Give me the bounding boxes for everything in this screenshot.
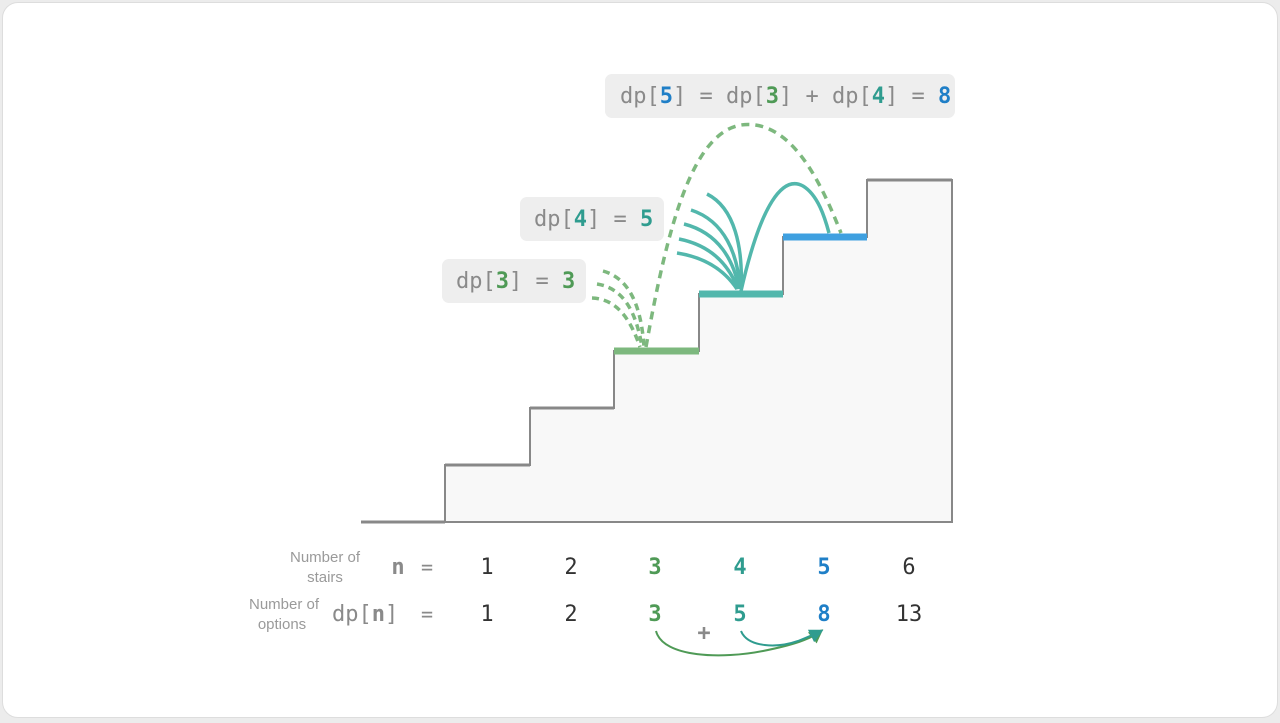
formula-eq-2: =: [912, 84, 925, 109]
dp3-label-value: 3: [562, 269, 575, 294]
formula-dp4-lb: [: [859, 84, 872, 109]
formula-dp5-rb: ]: [673, 84, 686, 109]
stairs-caption-line1: Number of: [290, 549, 361, 566]
stairs-value-2: 2: [564, 555, 577, 580]
dp4-label-lb: [: [561, 207, 574, 232]
options-symbol: dp[n]: [332, 602, 398, 627]
formula-dp5-lb: [: [647, 84, 660, 109]
options-symbol-lb: [: [359, 602, 372, 627]
dp3-label-lb: [: [483, 269, 496, 294]
dp4-label-eq: =: [614, 207, 627, 232]
formula-dp4-dp: dp: [832, 84, 859, 109]
options-caption-line1: Number of: [249, 596, 320, 613]
dp3-label-text: dp[3] = 3: [456, 269, 575, 294]
stairs-symbol: n: [391, 555, 404, 580]
stairs-value-5: 5: [817, 555, 830, 580]
stairs-value-4: 4: [733, 555, 746, 580]
dp4-label-index: 4: [574, 207, 587, 232]
options-symbol-dp: dp: [332, 602, 359, 627]
options-value-3: 3: [648, 602, 661, 627]
dp3-label-dp: dp: [456, 269, 483, 294]
dp5-from-dp3-arc: [644, 122, 843, 348]
sum-arrow-from-5: [740, 629, 824, 647]
formula-dp5-dp: dp: [620, 84, 647, 109]
options-value-5: 5: [733, 602, 746, 627]
options-eq: =: [421, 602, 433, 626]
formula-dp4-index: 4: [872, 84, 885, 109]
staircase-dp-diagram: dp[5] = dp[3] + dp[4] = 8 dp[4] = 5 dp[3…: [249, 74, 955, 657]
dp4-path-arcs: [676, 192, 744, 290]
options-caption-line2: options: [258, 616, 306, 633]
formula-result: 8: [938, 84, 951, 109]
dp3-label-box: [442, 259, 586, 303]
formula-dp4-rb: ]: [885, 84, 898, 109]
formula-dp5-text: dp[5] = dp[3] + dp[4] = 8: [620, 84, 951, 109]
formula-dp3-lb: [: [753, 84, 766, 109]
formula-dp3-dp: dp: [726, 84, 753, 109]
dp4-label-text: dp[4] = 5: [534, 207, 653, 232]
options-symbol-n: n: [372, 602, 385, 627]
dp4-label-rb: ]: [587, 207, 600, 232]
formula-dp5-box: [605, 74, 955, 118]
dp4-label-dp: dp: [534, 207, 561, 232]
options-value-8: 8: [817, 602, 830, 627]
formula-plus: +: [806, 84, 819, 109]
formula-eq-1: =: [700, 84, 713, 109]
stairs-caption-line2: stairs: [307, 569, 343, 586]
dp3-label-eq: =: [536, 269, 549, 294]
dp5-from-dp4-arc: [739, 182, 831, 292]
formula-dp3-rb: ]: [779, 84, 792, 109]
sum-arrow-from-3: [655, 629, 824, 657]
stairs-value-6: 6: [902, 555, 915, 580]
formula-dp3-index: 3: [766, 84, 779, 109]
options-plus-sign: +: [697, 621, 710, 646]
formula-dp5-index: 5: [660, 84, 673, 109]
options-value-13: 13: [896, 602, 923, 627]
stairs-value-3: 3: [648, 555, 661, 580]
stairs-value-1: 1: [480, 555, 493, 580]
dp4-label-value: 5: [640, 207, 653, 232]
options-value-2: 2: [564, 602, 577, 627]
dp3-label-rb: ]: [509, 269, 522, 294]
dp3-label-index: 3: [496, 269, 509, 294]
options-value-1: 1: [480, 602, 493, 627]
dp4-label-box: [520, 197, 664, 241]
stairs-eq: =: [421, 555, 433, 579]
dp3-path-arcs: [591, 269, 646, 348]
options-symbol-rb: ]: [385, 602, 398, 627]
